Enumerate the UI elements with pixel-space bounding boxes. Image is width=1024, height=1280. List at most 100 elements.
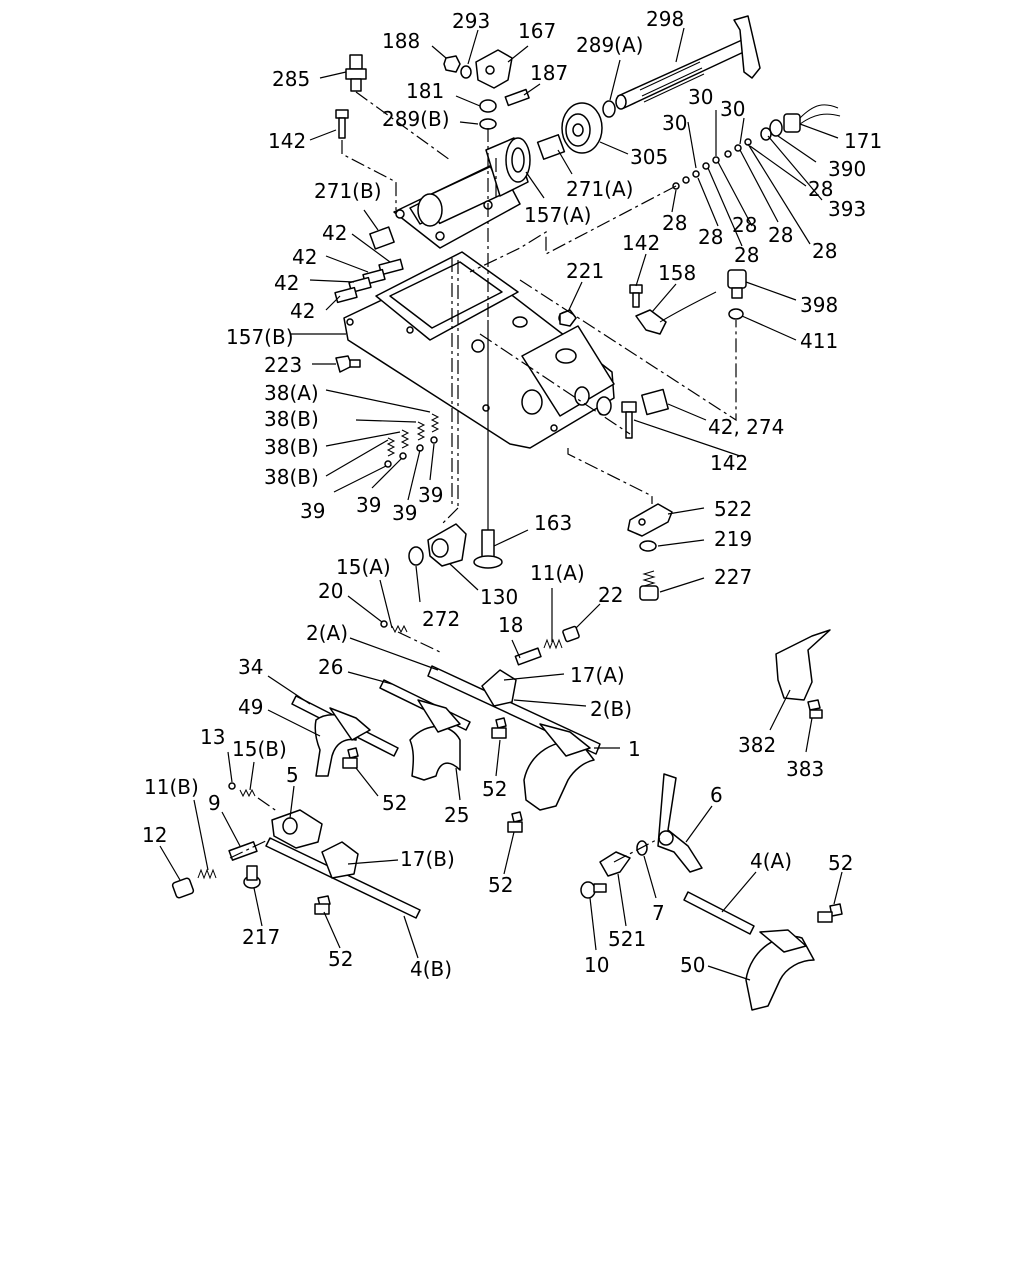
- label-7: 7: [652, 901, 665, 925]
- label-2b: 2(B): [590, 697, 632, 721]
- part-223-bolt: [335, 355, 361, 373]
- label-217: 217: [242, 925, 280, 949]
- part-158-clamp: [635, 291, 717, 335]
- part-411-washer: [728, 308, 744, 320]
- part-289a-oring: [602, 100, 616, 118]
- label-398: 398: [800, 293, 838, 317]
- label-26: 26: [318, 655, 343, 679]
- label-52b: 52: [482, 777, 507, 801]
- part-52-bolts-upper: [342, 717, 523, 833]
- label-157a: 157(A): [524, 203, 591, 227]
- label-15b: 15(B): [232, 737, 287, 761]
- part-171-switch: [783, 104, 841, 133]
- label-28e: 28: [768, 223, 793, 247]
- label-34: 34: [238, 655, 263, 679]
- label-39c: 39: [300, 499, 325, 523]
- label-30b: 30: [720, 97, 745, 121]
- label-142c: 142: [710, 451, 748, 475]
- part-187-pin: [504, 88, 530, 107]
- parts-drawing: [171, 15, 843, 1011]
- label-20: 20: [318, 579, 343, 603]
- part-398-switch: [727, 269, 747, 299]
- part-13-ball: [228, 782, 236, 790]
- label-2a: 2(A): [306, 621, 348, 645]
- label-305: 305: [630, 145, 668, 169]
- label-28a: 28: [808, 177, 833, 201]
- label-285: 285: [272, 67, 310, 91]
- part-293-washer: [460, 65, 472, 79]
- label-171: 171: [844, 129, 882, 153]
- label-52c: 52: [828, 851, 853, 875]
- part-298-shaft: [615, 15, 761, 110]
- label-38b2: 38(B): [264, 435, 319, 459]
- part-18-pin: [514, 647, 542, 666]
- part-221-nut: [559, 309, 577, 327]
- label-50: 50: [680, 953, 705, 977]
- part-383-bolt: [807, 699, 823, 719]
- part-142-bolt-right: [629, 284, 643, 308]
- label-142b: 142: [622, 231, 660, 255]
- label-158: 158: [658, 261, 696, 285]
- part-271b-bushing: [369, 226, 395, 250]
- part-1-fork: [523, 723, 595, 811]
- label-383: 383: [786, 757, 824, 781]
- part-10-bolt: [580, 881, 607, 899]
- label-6: 6: [710, 783, 723, 807]
- label-39b: 39: [356, 493, 381, 517]
- label-42c: 42: [274, 271, 299, 295]
- label-1: 1: [628, 737, 641, 761]
- label-223: 223: [264, 353, 302, 377]
- part-167-lever: [475, 49, 513, 89]
- part-4a-rail: [683, 891, 755, 935]
- label-293: 293: [452, 9, 490, 33]
- label-5: 5: [286, 763, 299, 787]
- label-522: 522: [714, 497, 752, 521]
- part-11a-spring: [543, 638, 563, 650]
- part-390-washer: [769, 119, 783, 137]
- shift-tower-housing: [393, 137, 531, 249]
- label-10: 10: [584, 953, 609, 977]
- part-217-bolt: [243, 865, 261, 889]
- part-22-plug: [562, 625, 580, 643]
- label-382: 382: [738, 733, 776, 757]
- label-289a: 289(A): [576, 33, 643, 57]
- part-50-fork: [745, 929, 815, 1011]
- shift-cover-assembly: [343, 251, 615, 449]
- label-271a: 271(A): [566, 177, 633, 201]
- part-142-bolt-bottom: [621, 401, 637, 439]
- label-390: 390: [828, 157, 866, 181]
- label-4a: 4(A): [750, 849, 792, 873]
- label-227: 227: [714, 565, 752, 589]
- part-34-49-fork: [291, 695, 399, 777]
- label-411: 411: [800, 329, 838, 353]
- label-18: 18: [498, 613, 523, 637]
- part-163-rod: [473, 320, 503, 569]
- part-15b-spring: [239, 788, 256, 798]
- label-271b: 271(B): [314, 179, 382, 203]
- part-272-ring: [408, 546, 424, 566]
- part-12-plug: [171, 877, 195, 899]
- label-39d: 39: [392, 501, 417, 525]
- part-42-274-bushing: [641, 388, 669, 416]
- label-22: 22: [598, 583, 623, 607]
- label-393: 393: [828, 197, 866, 221]
- label-39a: 39: [418, 483, 443, 507]
- leader-lines: [159, 27, 843, 981]
- label-42a: 42: [322, 221, 347, 245]
- label-28f: 28: [734, 243, 759, 267]
- label-13: 13: [200, 725, 225, 749]
- label-188: 188: [382, 29, 420, 53]
- label-28d: 28: [698, 225, 723, 249]
- label-49: 49: [238, 695, 263, 719]
- label-130: 130: [480, 585, 518, 609]
- label-289b: 289(B): [382, 107, 450, 131]
- part-52-bolt-right: [817, 903, 843, 923]
- label-38b1: 38(B): [264, 407, 319, 431]
- part-285-switch: [345, 54, 367, 92]
- label-11b: 11(B): [144, 775, 199, 799]
- label-298: 298: [646, 7, 684, 31]
- part-38-springs: [386, 413, 440, 457]
- label-28c: 28: [732, 213, 757, 237]
- part-6-lever: [657, 773, 703, 873]
